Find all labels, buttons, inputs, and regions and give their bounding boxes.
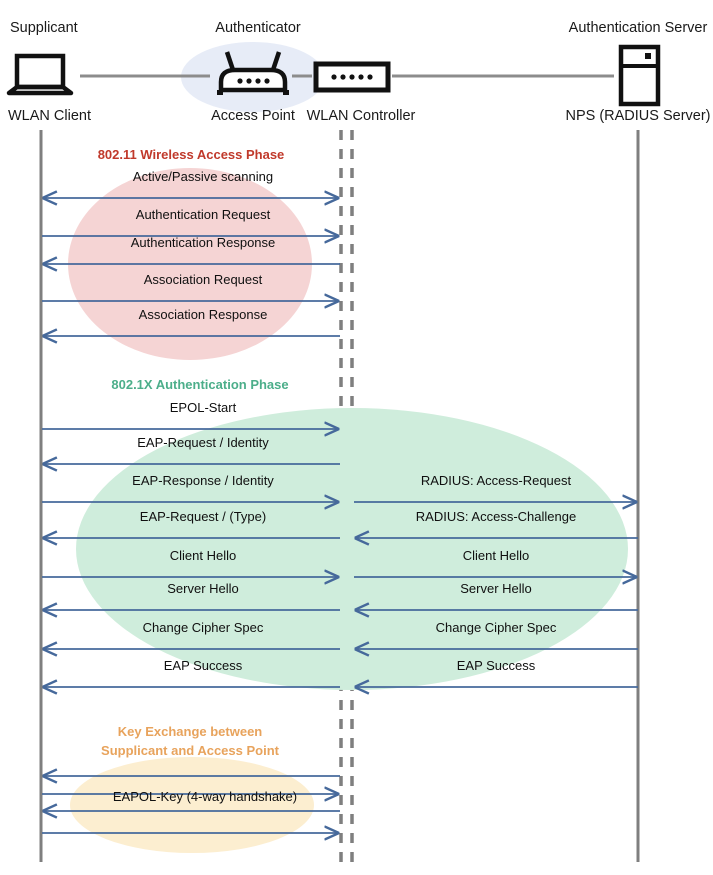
phase-title-8021x: 802.1X Authentication Phase [111,377,289,392]
message-label-eap-request-identity: EAP-Request / Identity [137,435,269,450]
message-label-server-hello-left: Server Hello [167,581,239,596]
message-label-radius-access-challenge: RADIUS: Access-Challenge [415,509,577,524]
message-label-authentication-request: Authentication Request [135,207,271,222]
node-label-access-point: Access Point [211,108,295,124]
access-point-icon [217,51,289,95]
message-label-association-response: Association Response [138,307,268,322]
role-label-supplicant: Supplicant [10,20,78,36]
message-label-eap-request-type: EAP-Request / (Type) [139,509,267,524]
laptop-icon [6,53,74,96]
message-label-eapol-key-handshake: EAPOL-Key (4-way handshake) [112,789,298,804]
message-label-eap-response-identity: EAP-Response / Identity [132,473,274,488]
phase-8021x-ellipse [76,408,628,690]
message-label-client-hello-left: Client Hello [169,548,237,563]
message-label-change-cipher-spec-left: Change Cipher Spec [142,620,264,635]
message-label-eap-success-left: EAP Success [163,658,243,673]
phase-title-80211: 802.11 Wireless Access Phase [97,147,285,162]
phase-title-key-exchange-line2: Supplicant and Access Point [101,743,279,758]
message-label-authentication-response: Authentication Response [130,235,276,250]
node-label-nps: NPS (RADIUS Server) [565,108,711,124]
node-label-wlan-client: WLAN Client [8,108,91,124]
message-label-eap-success-right: EAP Success [456,658,536,673]
message-label-epol-start: EPOL-Start [169,400,237,415]
message-label-radius-access-request: RADIUS: Access-Request [420,473,572,488]
message-label-association-request: Association Request [143,272,263,287]
node-label-wlan-controller: WLAN Controller [306,108,416,124]
message-label-client-hello-right: Client Hello [462,548,530,563]
message-label-active-passive-scanning: Active/Passive scanning [132,169,274,184]
phase-title-key-exchange-line1: Key Exchange between [117,724,263,739]
role-label-auth-server: Authentication Server [568,20,708,36]
message-label-server-hello-right: Server Hello [460,581,532,596]
message-label-change-cipher-spec-right: Change Cipher Spec [435,620,557,635]
phase-key-ellipse [70,757,314,853]
server-icon [618,44,661,107]
switch-icon [313,61,391,93]
role-label-authenticator: Authenticator [215,20,301,36]
